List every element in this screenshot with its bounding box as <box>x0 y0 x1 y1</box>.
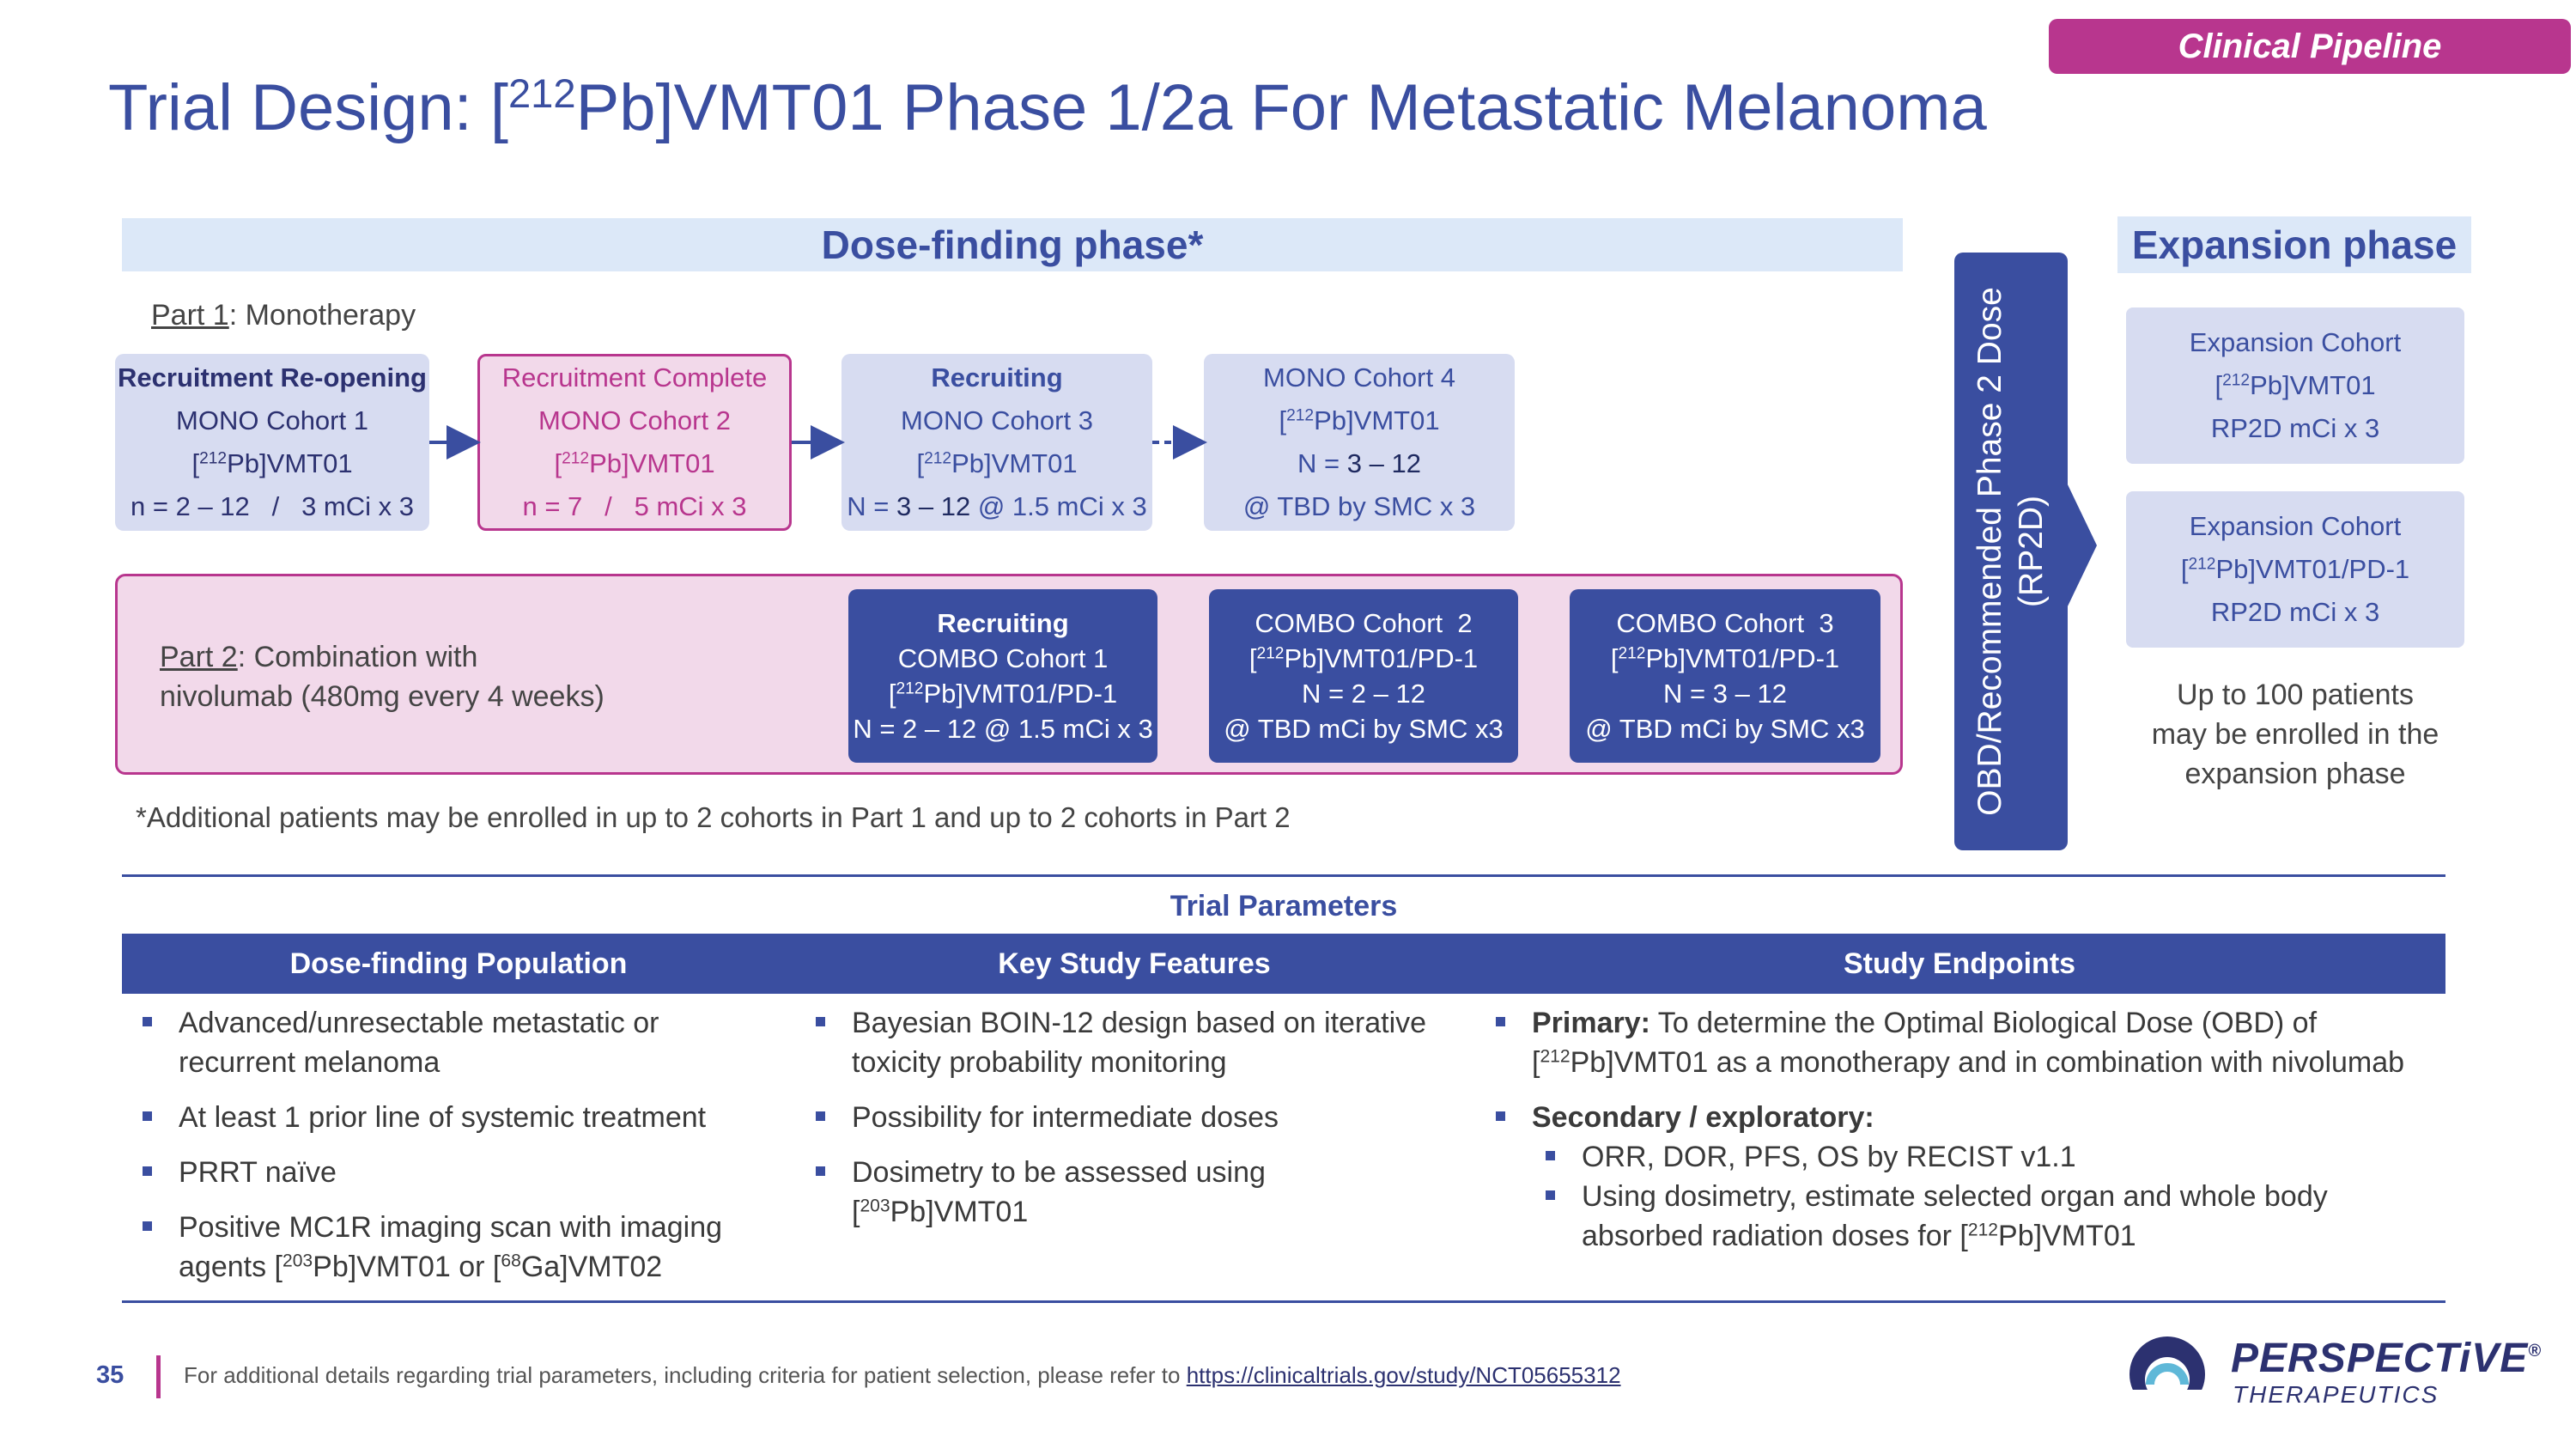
combo-cohort-1: Recruiting COMBO Cohort 1 [212Pb]VMT01/P… <box>848 589 1157 763</box>
mono-cohort-3: Recruiting MONO Cohort 3 [212Pb]VMT01 N … <box>841 354 1152 531</box>
page-number: 35 <box>96 1361 125 1389</box>
footer-note: For additional details regarding trial p… <box>184 1362 1621 1388</box>
endpoints-list: Primary: To determine the Optimal Biolog… <box>1475 1003 2428 1256</box>
trial-parameters-title: Trial Parameters <box>1170 890 1398 922</box>
expansion-note: Up to 100 patients may be enrolled in th… <box>2151 679 2439 790</box>
clinicaltrials-link[interactable]: https://clinicaltrials.gov/study/NCT0565… <box>1186 1362 1621 1388</box>
expansion-header: Expansion phase <box>2117 216 2471 273</box>
col-header-population: Dose-finding Population <box>289 947 628 980</box>
divider-bottom <box>122 1300 2445 1303</box>
expansion-cohort-2: Expansion Cohort [212Pb]VMT01/PD-1 RP2D … <box>2126 491 2464 648</box>
list-item: Advanced/unresectable metastatic or recu… <box>122 1003 757 1082</box>
logo-mark-icon <box>2121 1336 2215 1416</box>
logo-wordmark: PERSPECTiVE® <box>2231 1336 2542 1381</box>
footnote: *Additional patients may be enrolled in … <box>136 801 1291 833</box>
population-list: Advanced/unresectable metastatic or recu… <box>122 1003 757 1302</box>
features-list: Bayesian BOIN-12 design based on iterati… <box>795 1003 1448 1247</box>
list-item: PRRT naïve <box>122 1153 757 1192</box>
mono-cohort-4: MONO Cohort 4 [212Pb]VMT01 N = 3 – 12 @ … <box>1204 354 1515 531</box>
obd-chevron-icon <box>2066 481 2097 610</box>
combo-cohort-2: COMBO Cohort 2 [212Pb]VMT01/PD-1 N = 2 –… <box>1209 589 1518 763</box>
logo-subtitle: THERAPEUTICS <box>2233 1381 2439 1408</box>
page-title: Trial Design: [212Pb]VMT01 Phase 1/2a Fo… <box>108 70 1987 144</box>
col-header-features: Key Study Features <box>998 947 1271 980</box>
mono-cohort-1: Recruitment Re-opening MONO Cohort 1 [21… <box>115 354 429 531</box>
obd-bar: OBD/Recommended Phase 2 Dose (RP2D) <box>1954 253 2068 850</box>
section-tag: Clinical Pipeline <box>2049 19 2571 74</box>
dose-finding-header: Dose-finding phase* <box>122 218 1903 271</box>
col-header-endpoints: Study Endpoints <box>1843 947 2076 980</box>
footer-divider <box>156 1355 161 1398</box>
mono-cohort-2: Recruitment Complete MONO Cohort 2 [212P… <box>477 354 792 531</box>
company-logo: PERSPECTiVE® THERAPEUTICS <box>2121 1330 2567 1416</box>
part1-label: Part 1: Monotherapy <box>151 299 416 332</box>
list-item: Possibility for intermediate doses <box>795 1098 1448 1137</box>
parameters-table-header: Dose-finding Population Key Study Featur… <box>122 934 2445 994</box>
list-item-secondary: Secondary / exploratory: <box>1475 1098 2428 1137</box>
combo-cohort-3: COMBO Cohort 3 [212Pb]VMT01/PD-1 N = 3 –… <box>1570 589 1880 763</box>
list-item-primary: Primary: To determine the Optimal Biolog… <box>1475 1003 2428 1082</box>
list-item: ORR, DOR, PFS, OS by RECIST v1.1 <box>1475 1137 2428 1177</box>
list-item: Positive MC1R imaging scan with imaging … <box>122 1208 757 1287</box>
divider-top <box>122 874 2445 877</box>
list-item: Using dosimetry, estimate selected organ… <box>1475 1177 2428 1256</box>
list-item: At least 1 prior line of systemic treatm… <box>122 1098 757 1137</box>
list-item: Dosimetry to be assessed using [203Pb]VM… <box>795 1153 1448 1232</box>
expansion-cohort-1: Expansion Cohort [212Pb]VMT01 RP2D mCi x… <box>2126 307 2464 464</box>
part2-label: Part 2: Combination with nivolumab (480m… <box>160 641 605 713</box>
list-item: Bayesian BOIN-12 design based on iterati… <box>795 1003 1448 1082</box>
